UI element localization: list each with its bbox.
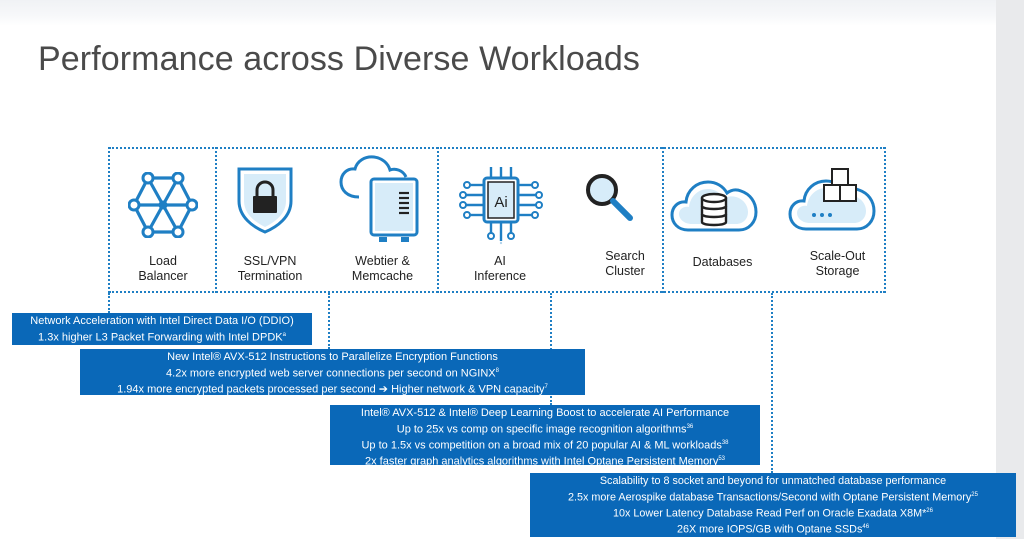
search-icon	[586, 174, 633, 221]
top-band	[0, 0, 996, 26]
callout-line: Up to 1.5x vs competition on a broad mix…	[361, 439, 729, 452]
callout-line: 2x faster graph analytics algorithms wit…	[364, 455, 726, 465]
callout-line: Scalability to 8 socket and beyond for u…	[599, 475, 947, 487]
ai-chip-icon: Ai	[459, 167, 543, 245]
callout-line: 2.5x more Aerospike database Transaction…	[568, 491, 978, 504]
callout-line: New Intel® AVX-512 Instructions to Paral…	[167, 351, 498, 363]
callout-line: 1.3x higher L3 Packet Forwarding with In…	[38, 331, 286, 344]
callout-line: Intel® AVX-512 & Intel® Deep Learning Bo…	[360, 407, 730, 419]
cloud-server-icon	[339, 155, 419, 242]
ai-callout: Intel® AVX-512 & Intel® Deep Learning Bo…	[330, 405, 760, 465]
cloud-cubes-icon	[788, 168, 876, 231]
callout-line: 4.2x more encrypted web server connectio…	[166, 367, 499, 380]
shield-lock-icon	[237, 167, 293, 234]
right-edge-strip	[996, 0, 1024, 539]
page-title: Performance across Diverse Workloads	[38, 40, 640, 78]
callout-line: Network Acceleration with Intel Direct D…	[30, 315, 294, 327]
cloud-database-icon	[670, 180, 758, 232]
database-callout: Scalability to 8 socket and beyond for u…	[530, 473, 1016, 537]
callout-line: 10x Lower Latency Database Read Perf on …	[613, 507, 933, 520]
network-callout: Network Acceleration with Intel Direct D…	[12, 313, 312, 345]
workload-label-webtier: Webtier &Memcache	[351, 254, 414, 283]
callout-line: 1.94x more encrypted packets processed p…	[117, 383, 548, 396]
callout-line: Up to 25x vs comp on specific image reco…	[396, 423, 694, 436]
svg-text:Ai: Ai	[494, 194, 507, 211]
workload-label-databases: Databases	[692, 255, 753, 269]
network-hexagon-icon	[128, 172, 198, 238]
callout-line: 26X more IOPS/GB with Optane SSDs46	[676, 523, 870, 536]
encryption-callout: New Intel® AVX-512 Instructions to Paral…	[80, 349, 585, 395]
